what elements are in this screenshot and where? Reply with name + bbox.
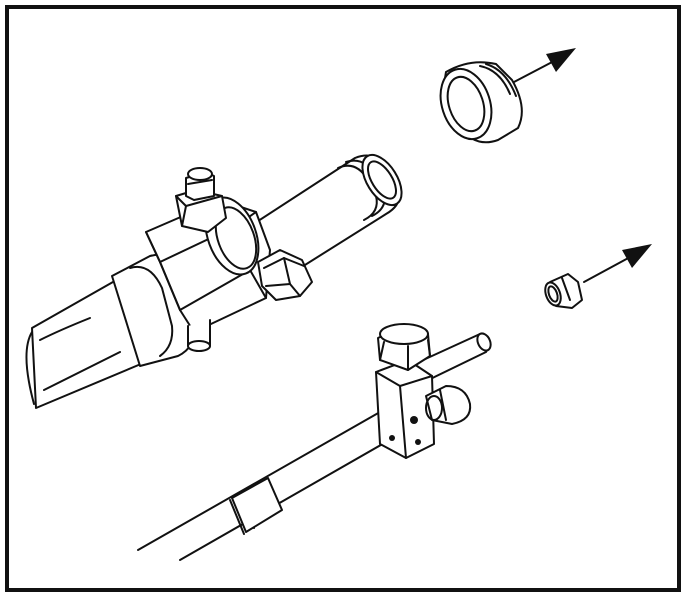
large-valve-bottom-stub — [187, 319, 211, 352]
small-valve-stem-cap — [377, 323, 431, 371]
small-valve-pipe — [137, 411, 401, 561]
small-cap — [544, 273, 583, 309]
large-service-valve — [25, 153, 403, 409]
small-valve-body — [375, 359, 435, 459]
large-cap — [439, 61, 523, 144]
large-valve-body — [145, 196, 271, 333]
arrow-up-right-icon — [583, 244, 652, 283]
small-service-valve — [137, 323, 492, 561]
arrow-up-right-icon — [513, 48, 576, 83]
large-valve-inlet-pipe — [25, 253, 198, 409]
small-valve-side-nut — [425, 385, 472, 425]
large-valve-side-nut — [257, 249, 313, 301]
small-valve-rod — [409, 332, 492, 385]
large-valve-stem-cap — [175, 167, 227, 233]
